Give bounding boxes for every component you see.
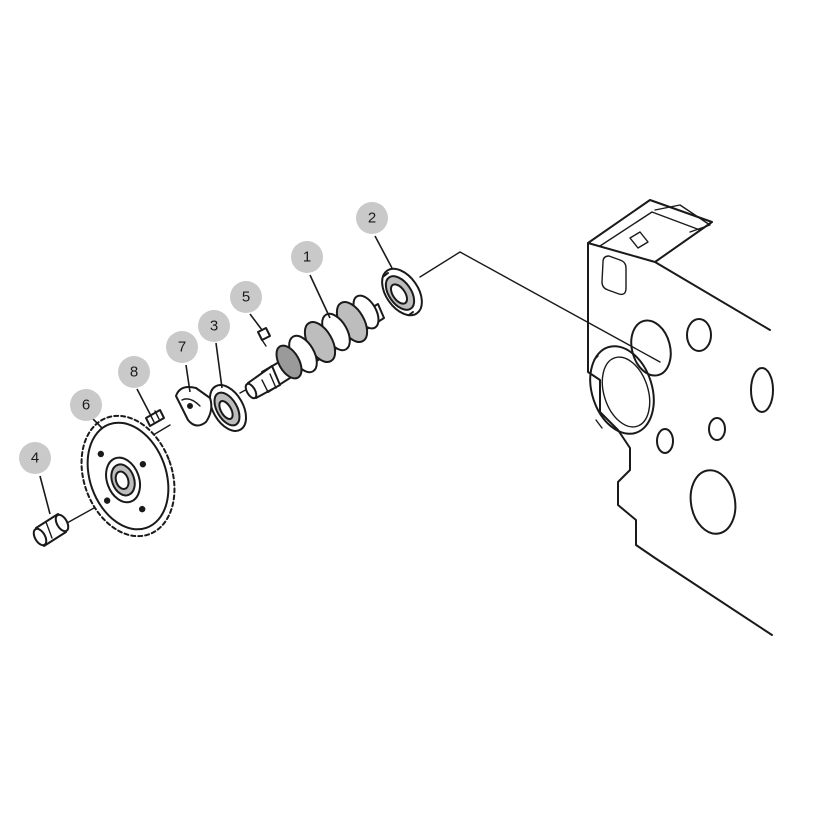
engine-block: [587, 199, 774, 636]
camshaft-part-1: [244, 294, 385, 400]
bearing-part-3: [208, 384, 248, 432]
svg-text:2: 2: [368, 210, 376, 227]
svg-text:3: 3: [210, 318, 218, 335]
bushing-part-4: [32, 513, 70, 547]
bolt-part-8: [145, 409, 165, 427]
callout-1: 1: [291, 241, 323, 273]
callout-7: 7: [166, 331, 198, 363]
svg-text:5: 5: [242, 289, 250, 306]
svg-text:1: 1: [303, 249, 311, 266]
svg-text:7: 7: [178, 339, 186, 356]
callout-4: 4: [19, 442, 51, 474]
callout-5: 5: [230, 281, 262, 313]
key-part-5: [257, 327, 271, 347]
bearing-part-2: [381, 267, 423, 317]
callout-8: 8: [118, 356, 150, 388]
callout-2: 2: [356, 202, 388, 234]
svg-text:4: 4: [31, 450, 39, 467]
retainer-plate-part-7: [175, 386, 213, 427]
gear-part-6: [80, 414, 176, 538]
callout-6: 6: [70, 389, 102, 421]
callout-3: 3: [198, 310, 230, 342]
svg-text:6: 6: [82, 397, 90, 414]
callout-leaders: [39, 235, 393, 515]
svg-text:8: 8: [130, 364, 138, 381]
